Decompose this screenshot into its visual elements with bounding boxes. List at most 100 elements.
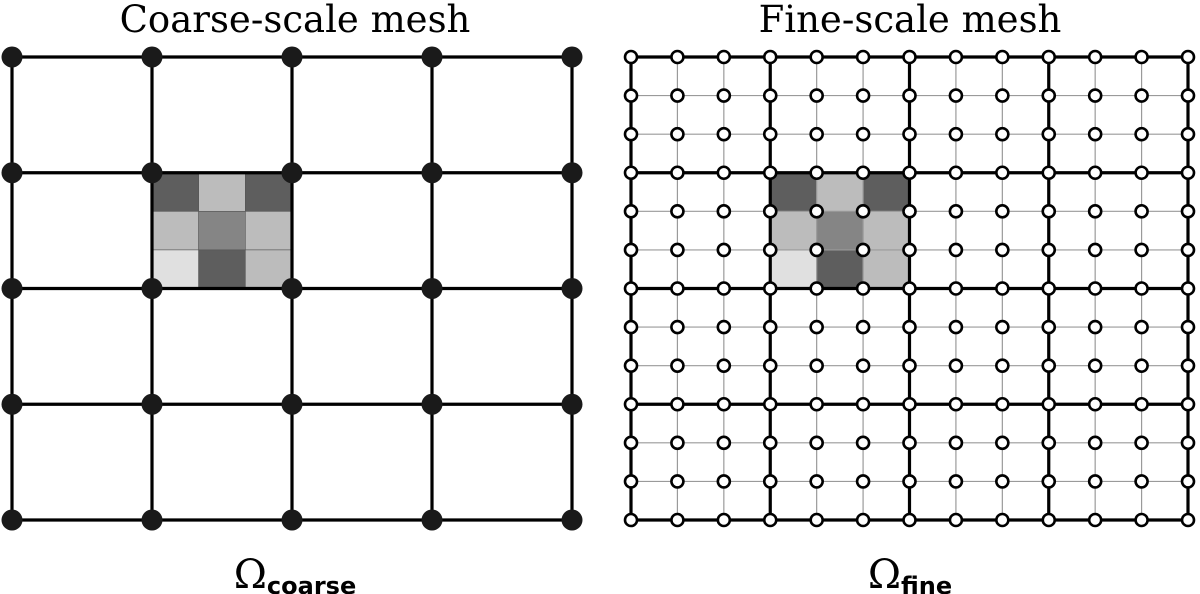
fine-node: [809, 165, 824, 181]
fine-node: [1134, 204, 1149, 219]
fine-node: [1180, 281, 1196, 296]
fine-node: [902, 204, 917, 219]
fine-node: [1087, 396, 1103, 412]
coarse-mesh-panel: Coarse-scale mesh Ωcoarse: [1, 0, 583, 594]
fine-node: [855, 242, 871, 258]
coarse-node: [561, 509, 583, 531]
fine-node: [762, 281, 778, 296]
fine-node: [995, 281, 1010, 296]
fine-node: [1134, 165, 1149, 181]
fine-node: [716, 281, 732, 296]
fine-node: [623, 126, 639, 142]
fine-node: [948, 88, 964, 103]
fine-node: [762, 126, 778, 142]
fine-node: [670, 474, 685, 489]
fine-node: [716, 435, 732, 451]
coarse-node: [421, 278, 443, 299]
fine-node: [948, 358, 964, 373]
fine-patch-cell: [816, 211, 864, 250]
fine-node: [902, 358, 917, 373]
fine-node: [855, 281, 871, 296]
fine-node: [1087, 281, 1103, 296]
fine-node: [623, 319, 639, 335]
fine-node: [809, 474, 824, 489]
fine-node: [670, 49, 685, 65]
fine-node: [902, 88, 917, 103]
coarse-node: [141, 46, 163, 68]
coarse-grid-nodes: [1, 46, 583, 531]
fine-node: [855, 512, 871, 528]
fine-node: [670, 358, 685, 373]
coarse-node: [281, 393, 303, 415]
fine-node: [623, 49, 639, 65]
coarse-node: [561, 46, 583, 68]
fine-node: [855, 88, 871, 103]
coarse-node: [1, 393, 23, 415]
fine-node: [1134, 49, 1149, 65]
fine-node: [1180, 204, 1196, 219]
coarse-node: [421, 162, 443, 184]
fine-node: [670, 204, 685, 219]
fine-node: [623, 204, 639, 219]
fine-patch-cell: [863, 211, 910, 250]
fine-node: [1087, 319, 1103, 335]
coarse-heterogeneity-patch: [151, 172, 293, 289]
fine-node: [762, 204, 778, 219]
coarse-domain-label: Ωcoarse: [234, 552, 356, 594]
fine-node: [809, 204, 824, 219]
fine-node: [902, 126, 917, 142]
fine-node: [670, 396, 685, 412]
fine-node: [1041, 88, 1057, 103]
coarse-patch-cell: [198, 249, 246, 289]
coarse-node: [561, 162, 583, 184]
fine-node: [1180, 435, 1196, 451]
fine-node: [1041, 281, 1057, 296]
fine-node: [1087, 242, 1103, 258]
fine-node: [855, 165, 871, 181]
fine-patch-cell: [816, 249, 864, 289]
fine-node: [902, 435, 917, 451]
coarse-omega-subscript: coarse: [267, 572, 356, 594]
fine-node: [623, 88, 639, 103]
fine-node: [995, 512, 1010, 528]
fine-node: [1180, 474, 1196, 489]
fine-node: [1180, 242, 1196, 258]
fine-node: [855, 396, 871, 412]
fine-node: [1134, 396, 1149, 412]
fine-node: [1134, 435, 1149, 451]
coarse-node: [1, 278, 23, 299]
fine-node: [762, 512, 778, 528]
fine-node: [623, 512, 639, 528]
fine-node: [1134, 512, 1149, 528]
coarse-patch-cell: [198, 211, 246, 251]
fine-node: [716, 474, 732, 489]
fine-node: [1087, 88, 1103, 103]
fine-node: [1134, 281, 1149, 296]
fine-node: [948, 319, 964, 335]
fine-node: [809, 435, 824, 451]
fine-node: [855, 49, 871, 65]
fine-node: [855, 474, 871, 489]
coarse-node: [141, 509, 163, 531]
fine-node: [623, 281, 639, 296]
fine-node: [902, 319, 917, 335]
fine-node: [1041, 474, 1057, 489]
coarse-node: [141, 393, 163, 415]
fine-node: [948, 49, 964, 65]
coarse-node: [281, 509, 303, 531]
coarse-node: [421, 509, 443, 531]
coarse-patch-cell: [198, 172, 246, 212]
fine-node: [716, 396, 732, 412]
fine-node: [623, 242, 639, 258]
fine-node: [948, 512, 964, 528]
fine-node: [1134, 242, 1149, 258]
fine-node: [902, 474, 917, 489]
coarse-node: [281, 46, 303, 68]
fine-node: [1041, 204, 1057, 219]
fine-node: [948, 165, 964, 181]
fine-node: [948, 126, 964, 142]
fine-node: [948, 204, 964, 219]
coarse-node: [1, 162, 23, 184]
fine-node: [762, 474, 778, 489]
